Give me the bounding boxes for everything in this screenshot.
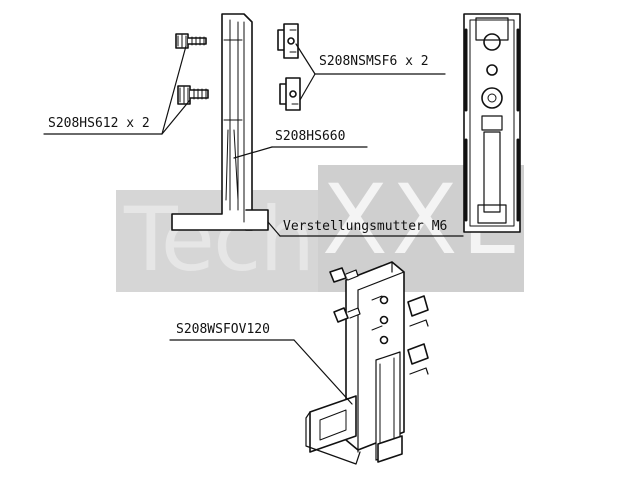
leader-lines xyxy=(43,43,464,405)
profile-part-side xyxy=(171,13,269,231)
slot-nut-bottom xyxy=(279,77,301,111)
watermark-tech: Tech xyxy=(124,188,315,291)
screw-bottom xyxy=(177,85,209,105)
profile-part-front xyxy=(463,13,521,233)
label-slot-nut: S208NSMSF6 x 2 xyxy=(319,54,429,69)
label-profile: S208HS660 xyxy=(275,129,346,144)
slot-nut-top xyxy=(277,23,299,59)
screw-top xyxy=(175,33,207,49)
label-screw: S208HS612 x 2 xyxy=(48,116,150,131)
label-adjusting-nut: Verstellungsmutter M6 xyxy=(283,219,448,234)
label-assembly: S208WSFOV120 xyxy=(176,322,270,337)
isometric-assembly xyxy=(305,261,429,465)
